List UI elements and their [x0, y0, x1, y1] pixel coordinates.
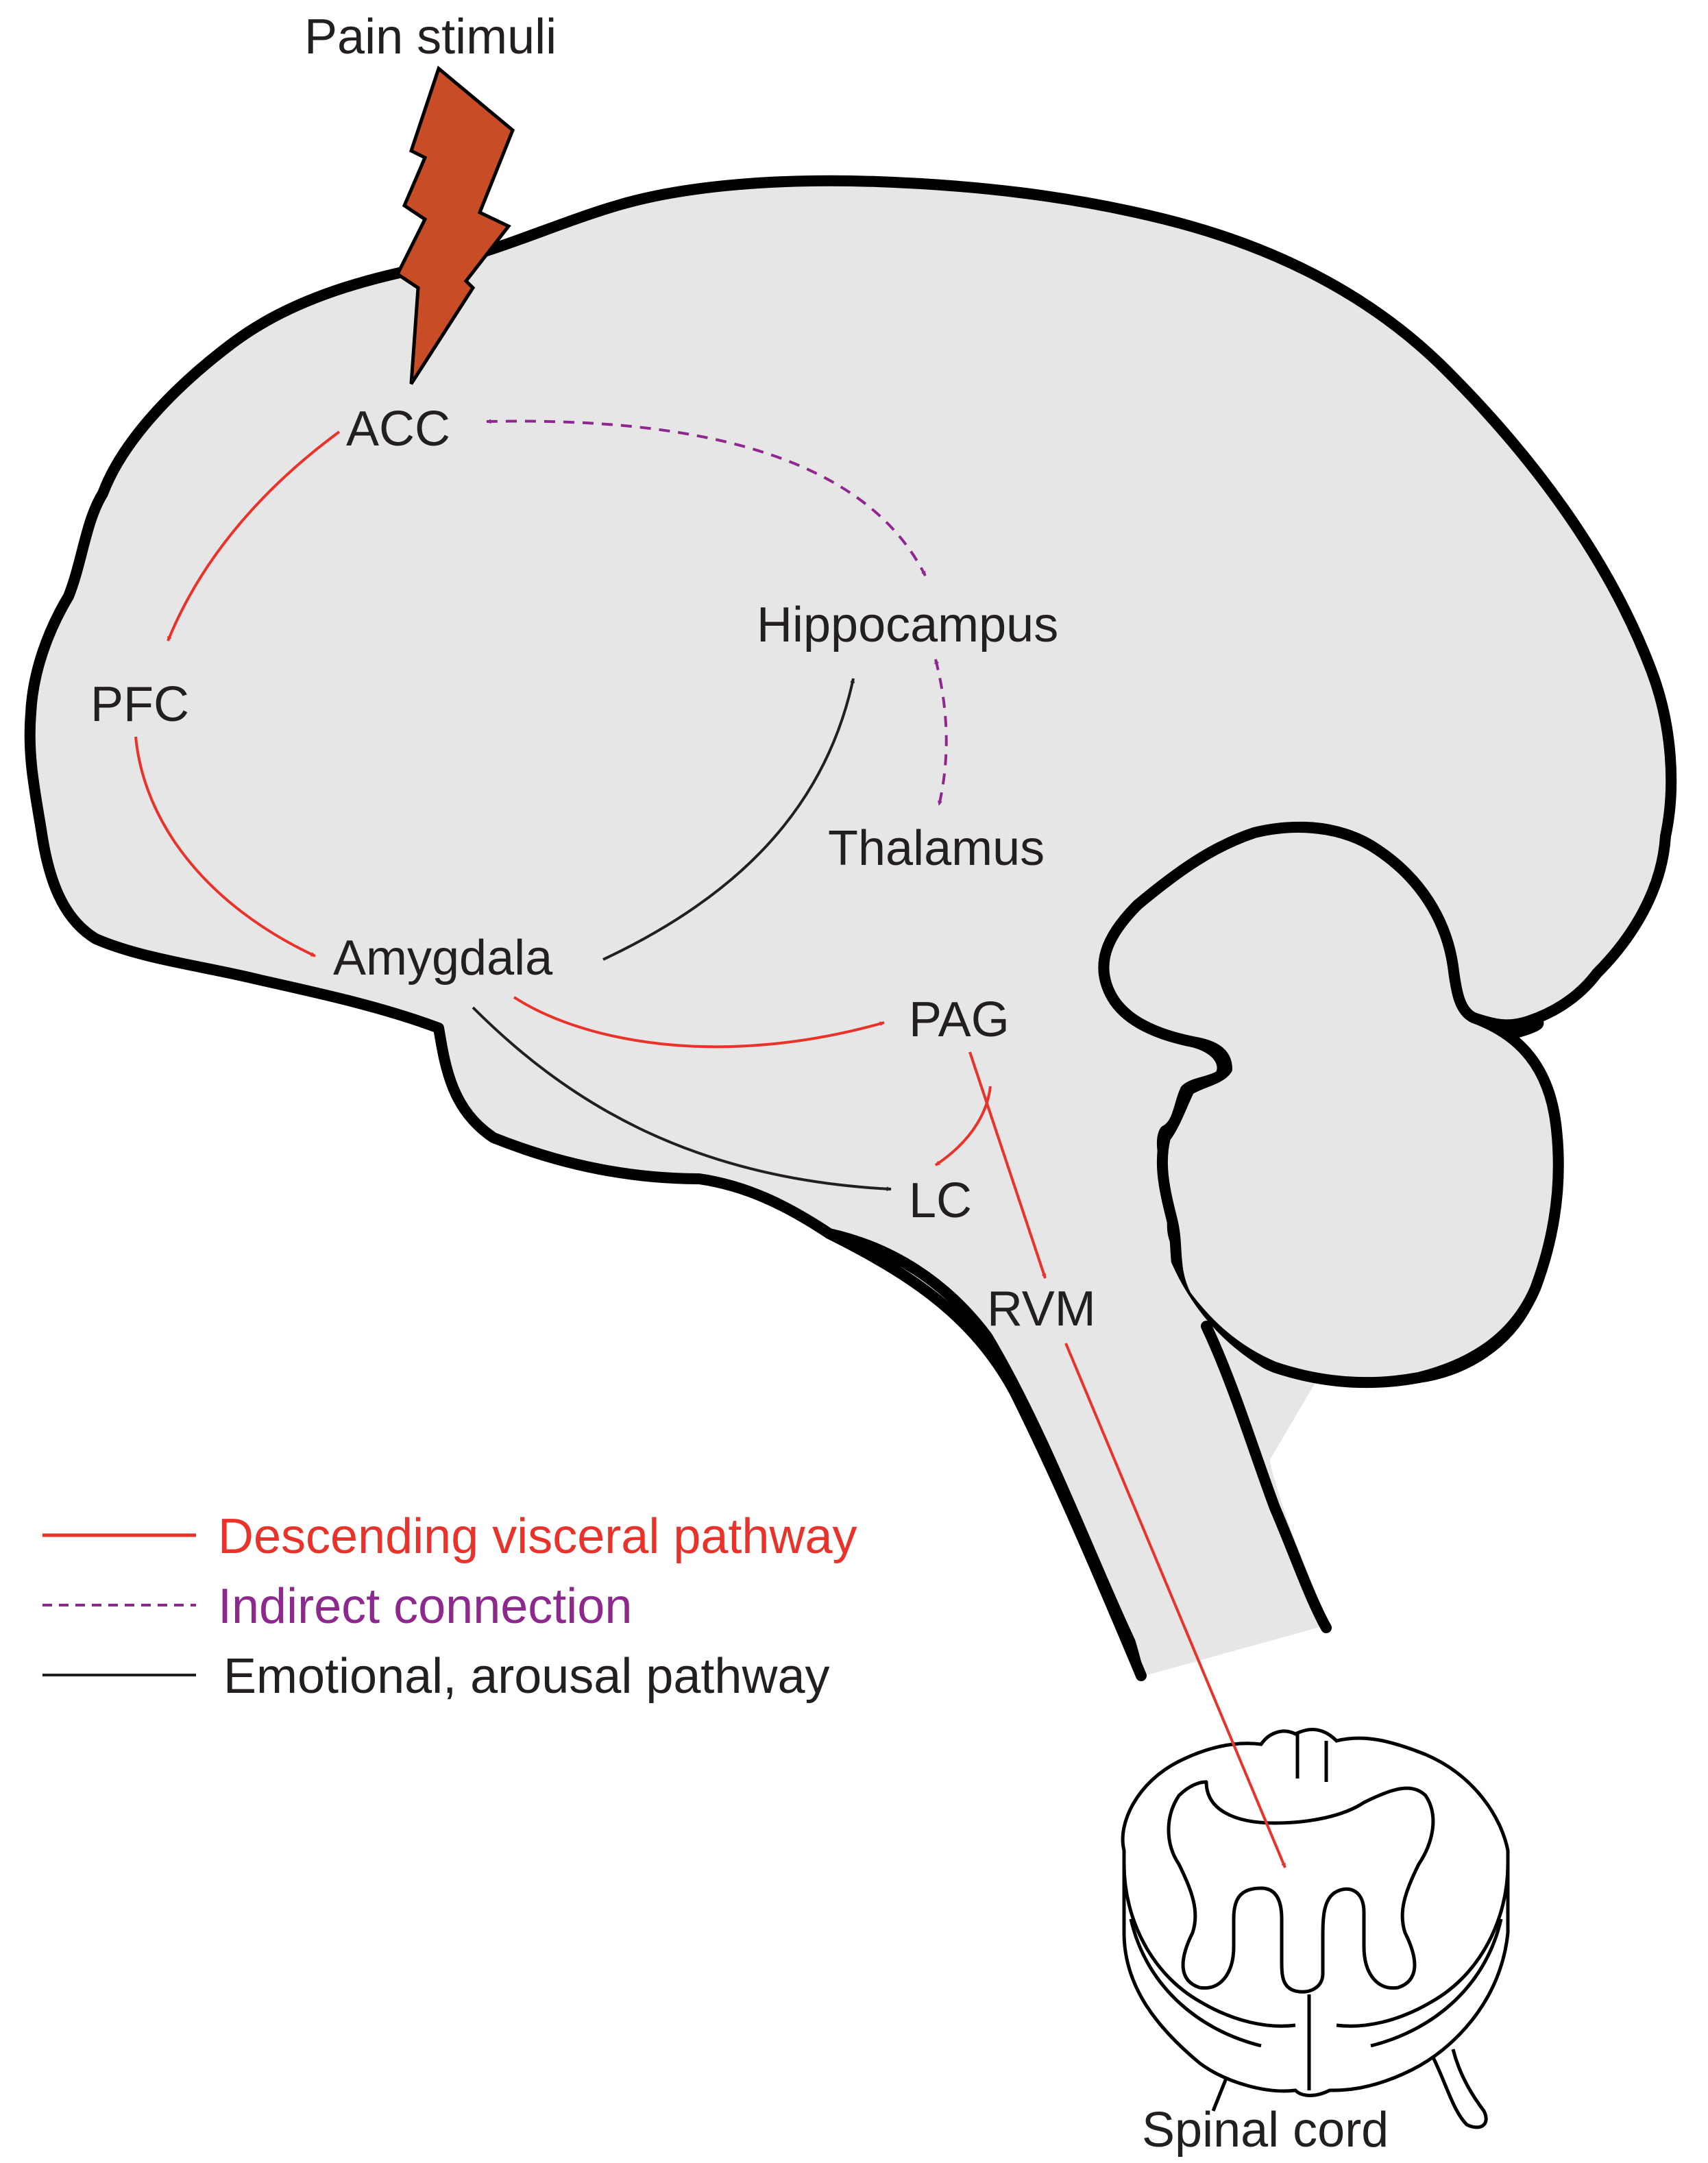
spinal-cord-label: Spinal cord — [1142, 2103, 1389, 2158]
acc-to-pfc-arrow — [167, 430, 341, 641]
legend: Descending visceral pathway Indirect con… — [42, 1509, 857, 1704]
pfc-to-amygdala-arrow — [134, 736, 316, 957]
rvm-label: RVM — [987, 1282, 1096, 1336]
brainstem-left-edge — [824, 1228, 1147, 1681]
pag-to-lc-arrow — [934, 1086, 992, 1166]
amygdala-to-lc-arrow — [472, 1006, 892, 1192]
legend-indirect-label: Indirect connection — [218, 1579, 632, 1634]
acc-hippocampus-indirect-arrow — [486, 419, 927, 576]
legend-emotional-label: Emotional, arousal pathway — [223, 1649, 830, 1704]
lightning-bolt-icon — [395, 65, 515, 385]
acc-label: ACC — [346, 402, 450, 456]
lc-label: LC — [909, 1173, 972, 1228]
hippocampus-thalamus-indirect-arrow — [934, 659, 948, 806]
amygdala-label: Amygdala — [333, 931, 553, 986]
pfc-label: PFC — [90, 677, 189, 732]
brainstem — [939, 1234, 1330, 1676]
pag-label: PAG — [909, 992, 1010, 1047]
rvm-to-spinal-cord-arrow — [1064, 1343, 1286, 1868]
brainstem-right-edge — [1201, 1321, 1332, 1633]
pag-to-rvm-arrow — [968, 1051, 1047, 1279]
hippocampus-label: Hippocampus — [757, 598, 1058, 652]
cerebellum — [1098, 822, 1564, 1389]
amygdala-to-hippocampus-arrow — [602, 678, 855, 961]
amygdala-to-pag-arrow — [513, 996, 885, 1049]
spinal-cord-icon — [1121, 1727, 1510, 2129]
thalamus-label: Thalamus — [828, 821, 1045, 876]
legend-descending-label: Descending visceral pathway — [218, 1509, 857, 1564]
pain-stimuli-label: Pain stimuli — [304, 10, 557, 64]
